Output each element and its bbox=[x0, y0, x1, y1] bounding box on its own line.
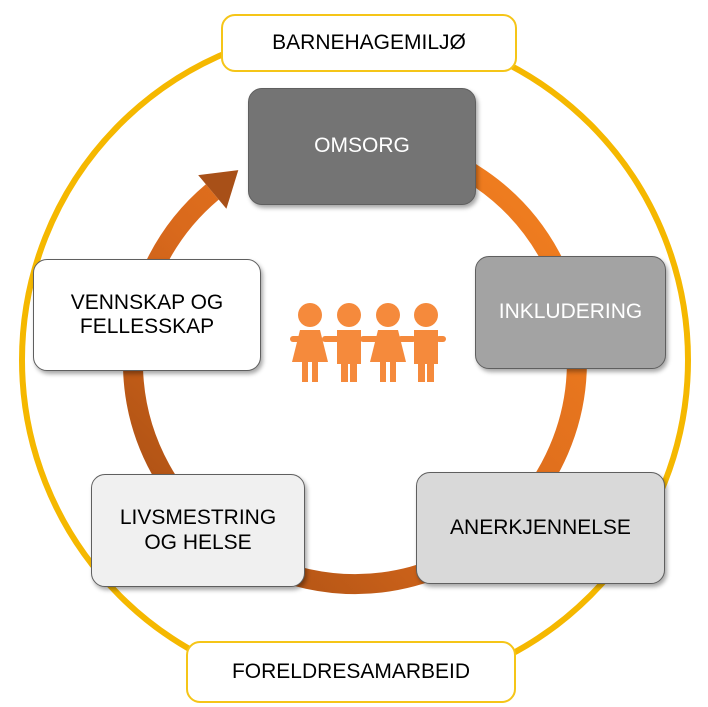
cycle-node-label: VENNSKAP OG FELLESSKAP bbox=[70, 290, 224, 338]
parent-cooperation-label: FORELDRESAMARBEID bbox=[186, 641, 516, 703]
cycle-node-label: OMSORG bbox=[314, 134, 410, 158]
children-holding-hands-icon bbox=[290, 303, 446, 382]
cycle-node-omsorg: OMSORG bbox=[248, 88, 476, 205]
cycle-arrow-head bbox=[198, 170, 239, 209]
environment-label: BARNEHAGEMILJØ bbox=[221, 14, 517, 72]
cycle-node-vennskap: VENNSKAP OG FELLESSKAP bbox=[33, 259, 261, 371]
cycle-node-inkludering: INKLUDERING bbox=[475, 256, 666, 369]
cycle-node-label: LIVSMESTRING OG HELSE bbox=[119, 506, 277, 554]
cycle-node-anerkjennelse: ANERKJENNELSE bbox=[416, 472, 665, 584]
cycle-node-label: ANERKJENNELSE bbox=[450, 515, 631, 539]
cycle-node-label: INKLUDERING bbox=[498, 300, 643, 324]
cycle-node-livsmestring: LIVSMESTRING OG HELSE bbox=[91, 474, 305, 587]
